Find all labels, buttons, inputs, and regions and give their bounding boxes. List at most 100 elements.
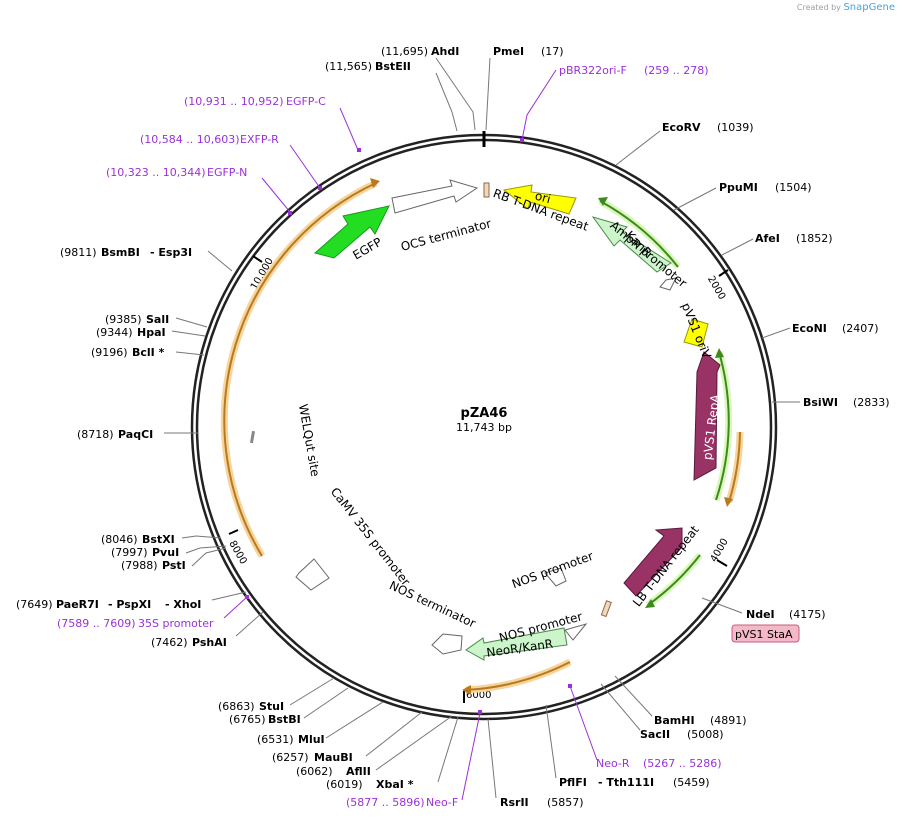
site-ndei-name[interactable]: NdeI <box>746 608 775 621</box>
site-paer7i-num: (7649) <box>16 598 53 611</box>
leader-ndei <box>701 597 743 614</box>
site-bamhi-name[interactable]: BamHI <box>654 714 695 727</box>
site-econi-name[interactable]: EcoNI <box>792 322 827 335</box>
green-arc-kanr-head <box>598 197 608 206</box>
ampr-promoter-label: AmpR promoter <box>607 218 689 290</box>
leader-bcli <box>175 351 205 356</box>
site-tth111i-name[interactable]: - Tth111I <box>598 776 654 789</box>
leader-ppumi <box>673 187 717 211</box>
site-bcli-name[interactable]: BclI * <box>132 346 165 359</box>
site-maubi-name[interactable]: MauBI <box>314 751 353 764</box>
primer-neor-name[interactable]: Neo-R <box>596 757 630 770</box>
site-pvui-num: (7997) <box>111 546 148 559</box>
site-pmei-name[interactable]: PmeI <box>493 45 524 58</box>
site-xbai-name[interactable]: XbaI * <box>376 778 414 791</box>
site-ppumi-num: (1504) <box>775 181 812 194</box>
tick-2000-mark <box>718 269 729 277</box>
site-ahdi-name[interactable]: AhdI <box>431 45 459 58</box>
leader-hpai <box>171 330 206 337</box>
site-hpai-num: (9344) <box>96 326 133 339</box>
pvs1-staa-label: pVS1 StaA <box>735 628 793 641</box>
green-arc-staa-head <box>645 599 655 608</box>
primer-pbr322-name[interactable]: pBR322ori-F <box>559 64 627 77</box>
site-pshai-name[interactable]: PshAI <box>192 636 227 649</box>
leader-neof <box>461 712 481 801</box>
site-esp3i-name[interactable]: - Esp3I <box>150 246 192 259</box>
primer-egfpc-range: (10,931 .. 10,952) <box>184 95 284 108</box>
ori-label: ori <box>534 189 553 207</box>
primer-egfpn-name[interactable]: EGFP-N <box>207 166 247 179</box>
site-mlui-name[interactable]: MluI <box>298 733 325 746</box>
leader-bstxi <box>191 547 227 567</box>
site-bsmbi-name[interactable]: BsmBI <box>101 246 140 259</box>
tick-4000-mark <box>716 559 728 567</box>
leader-afei <box>721 238 754 256</box>
snapgene-logo: SnapGene <box>843 2 895 13</box>
leader-egfpn <box>261 177 291 213</box>
site-sacii-name[interactable]: SacII <box>640 728 670 741</box>
site-bsiwi-name[interactable]: BsiWI <box>803 396 838 409</box>
leader-bsmbi <box>207 250 233 272</box>
pvs1-repa-feature <box>693 351 721 481</box>
primer-neof-name[interactable]: Neo-F <box>426 796 458 809</box>
ocs-terminator-feature <box>391 179 479 214</box>
site-ppumi-name[interactable]: PpuMI <box>719 181 758 194</box>
site-bstbi-name[interactable]: BstBI <box>268 713 301 726</box>
site-pflfi-name[interactable]: PflFI <box>559 776 587 789</box>
primer-egfpc-name[interactable]: EGFP-C <box>286 95 326 108</box>
primer-exfpr-name[interactable]: EXFP-R <box>240 133 279 146</box>
site-rsrii-name[interactable]: RsrII <box>500 796 529 809</box>
tick-10000-mark <box>252 255 263 263</box>
leader-paer7i <box>211 591 247 601</box>
nos-promoter-feature <box>564 623 588 641</box>
leader-bsteii <box>435 72 458 132</box>
site-hpai-name[interactable]: HpaI <box>137 326 166 339</box>
site-bstxi-name[interactable]: BstXI <box>142 533 175 546</box>
primer-mark-egfpc <box>357 148 361 152</box>
site-paer7i-name[interactable]: PaeR7I <box>56 598 99 611</box>
rb-repeat-feature <box>483 182 490 198</box>
primer-35s-range: (7589 .. 7609) <box>57 617 136 630</box>
site-pvui-name[interactable]: PvuI <box>152 546 179 559</box>
primer-mark-pbr322 <box>520 138 524 142</box>
site-paqci-name[interactable]: PaqCI <box>118 428 153 441</box>
orange-arc-bottom-glow <box>465 658 572 694</box>
site-aflii-name[interactable]: AflII <box>346 765 371 778</box>
site-afei-name[interactable]: AfeI <box>755 232 780 245</box>
nos-promoter-inner-feature <box>544 567 567 587</box>
primer-egfpn-range: (10,323 .. 10,344) <box>106 166 206 179</box>
nos-promoter-inner-label: NOS promoter <box>510 549 595 591</box>
site-stui-name[interactable]: StuI <box>259 700 284 713</box>
site-bamhi-num: (4891) <box>710 714 747 727</box>
site-sacii-num: (5008) <box>687 728 724 741</box>
leader-mlui <box>325 701 384 739</box>
site-bsteii-name[interactable]: BstEII <box>375 60 411 73</box>
leader-sali <box>175 317 208 328</box>
leader-sacii <box>600 683 641 731</box>
site-ahdi-num: (11,695) <box>381 45 428 58</box>
ocs-label: OCS terminator <box>399 216 493 254</box>
leader-xbai <box>437 716 459 783</box>
site-psti-name[interactable]: PstI <box>162 559 186 572</box>
leader-pshai <box>235 611 264 637</box>
welqut-label: WELQut site <box>296 403 323 478</box>
site-stui-num: (6863) <box>218 700 255 713</box>
site-mlui-num: (6531) <box>257 733 294 746</box>
leader-econi <box>761 327 791 339</box>
leader-bamhi <box>614 675 653 717</box>
site-pspxi-name[interactable]: - PspXI <box>108 598 151 611</box>
pvs1-oriv-label: pVS1 oriV <box>679 301 714 361</box>
site-afei-num: (1852) <box>796 232 833 245</box>
plasmid-size: 11,743 bp <box>456 421 512 434</box>
site-xhoi-name[interactable]: - XhoI <box>165 598 201 611</box>
plasmid-name: pZA46 <box>461 406 508 421</box>
leader-stui <box>289 677 335 706</box>
primer-35s-name[interactable]: 35S promoter <box>138 617 214 630</box>
primer-mark-exfpr <box>318 186 322 190</box>
site-aflii-num: (6062) <box>296 765 333 778</box>
orange-arc-right <box>728 431 741 503</box>
ori-feature <box>502 184 577 215</box>
kanr-feature <box>591 216 672 273</box>
site-ecorv-name[interactable]: EcoRV <box>662 121 701 134</box>
site-sali-name[interactable]: SalI <box>146 313 169 326</box>
